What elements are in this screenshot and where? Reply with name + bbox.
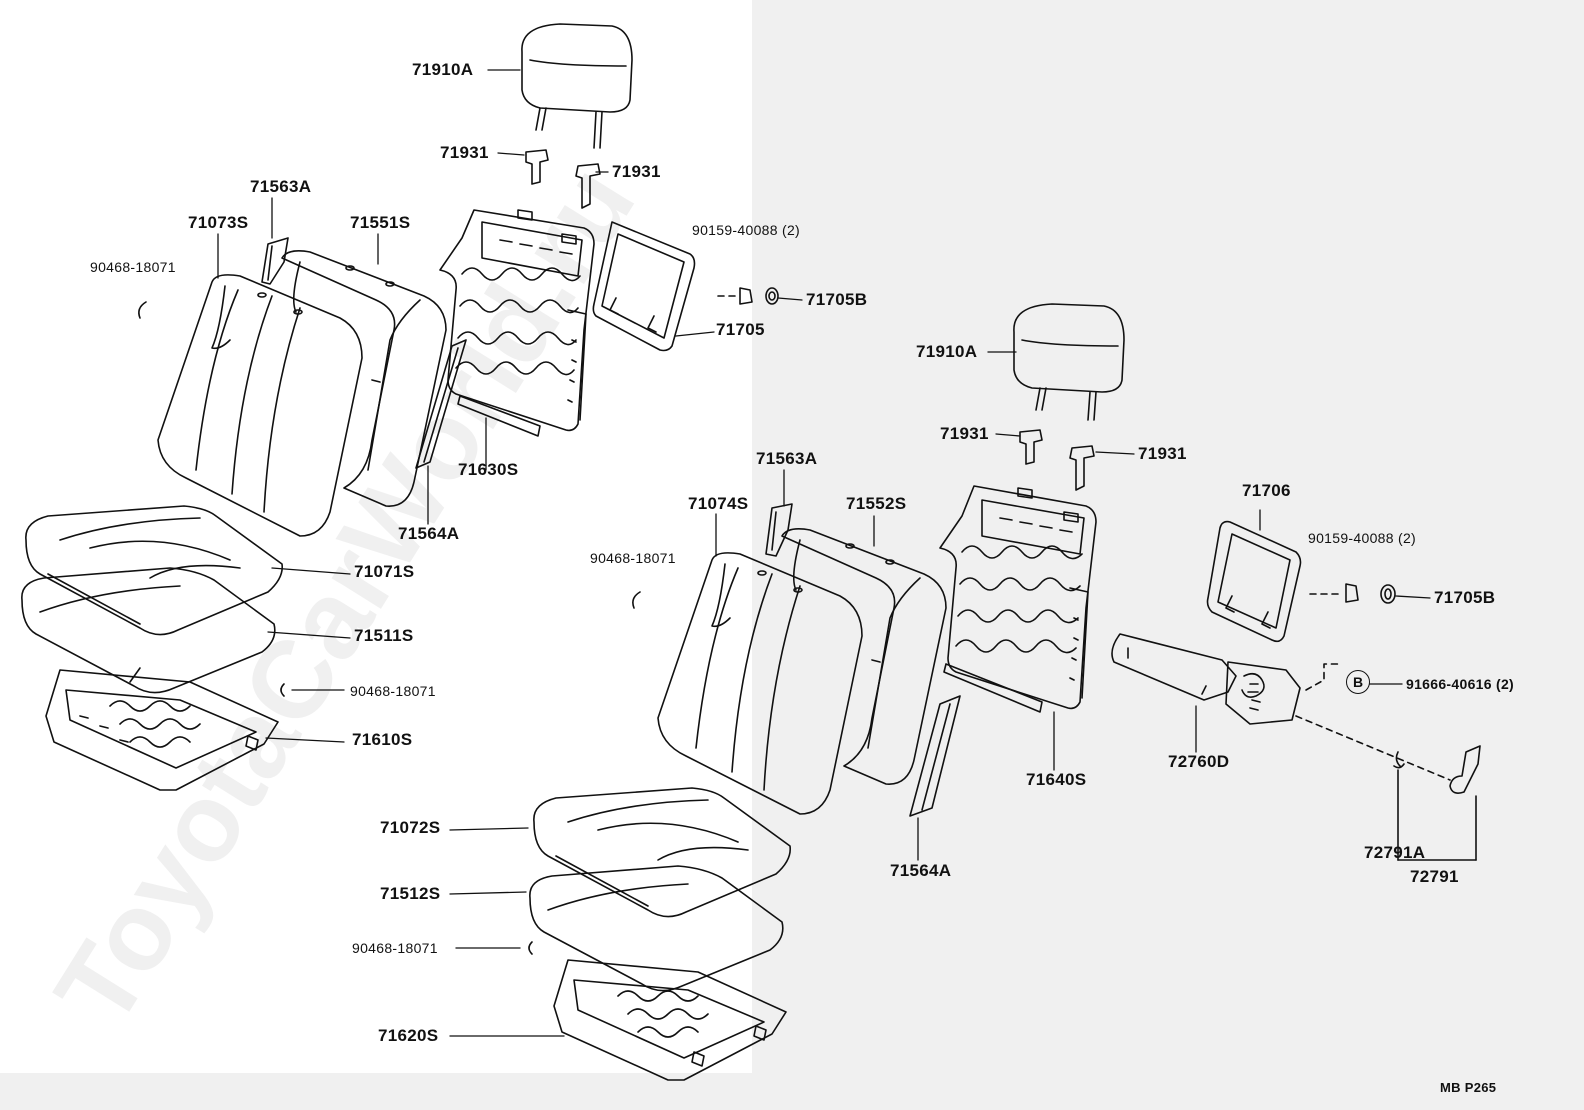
label-71640S: 71640S [1026,770,1087,789]
left-clip-90468 [281,684,284,696]
label-71931-left-a: 71931 [440,143,489,162]
label-71706: 71706 [1242,481,1291,500]
right-seat-cushion-cover [534,788,790,917]
label-71910A-right: 71910A [916,342,978,361]
label-91666-40616: 91666-40616 (2) [1406,676,1515,692]
label-72791A: 72791A [1364,843,1426,862]
label-71705: 71705 [716,320,765,339]
label-71931-right-b: 71931 [1138,444,1187,463]
right-seatback-frame [940,486,1096,708]
reference-b-circle: B [1346,670,1370,694]
label-71610S: 71610S [352,730,413,749]
left-fasteners [139,288,778,318]
label-90468-18071-d: 90468-18071 [352,940,438,956]
label-71705B-right: 71705B [1434,588,1496,607]
left-frame-lower-bar [458,396,540,436]
label-71620S: 71620S [378,1026,439,1045]
label-71551S: 71551S [350,213,411,232]
label-71512S: 71512S [380,884,441,903]
right-leader-bracket-72791 [1398,770,1476,860]
label-71564A-left: 71564A [398,524,460,543]
label-90468-18071-c: 90468-18071 [590,550,676,566]
label-90468-18071-b: 90468-18071 [350,683,436,699]
label-71630S: 71630S [458,460,519,479]
label-71071S: 71071S [354,562,415,581]
right-seatback-cover [658,553,862,814]
left-seat-cushion-frame [46,670,278,790]
label-90468-18071-a: 90468-18071 [90,259,176,275]
label-71073S: 71073S [188,213,249,232]
label-71910A-left: 71910A [412,60,474,79]
label-90159-40088-left: 90159-40088 (2) [692,222,801,238]
right-seatback-pad [782,529,946,784]
right-recliner-links [1296,664,1480,793]
label-71511S: 71511S [354,626,414,645]
left-headrest-guides [526,150,600,208]
sheet-code: MB P265 [1440,1080,1497,1095]
right-seat-cushion-frame [554,960,786,1080]
label-71931-left-b: 71931 [612,162,661,181]
label-71552S: 71552S [846,494,907,513]
label-71072S: 71072S [380,818,441,837]
right-vertical-trim-71564A [910,696,960,816]
left-headrest [522,24,632,148]
label-71074S: 71074S [688,494,749,513]
leader-lines [218,70,1430,1036]
label-72760D: 72760D [1168,752,1230,771]
right-frame-lower-bar [944,664,1042,712]
label-71931-right-a: 71931 [940,424,989,443]
right-back-board-71706 [1208,522,1301,642]
left-seatback-cover [158,275,362,536]
right-fasteners [633,584,1395,608]
label-72791: 72791 [1410,867,1459,886]
right-clip-90468 [529,942,532,954]
left-side-trim-strip [262,238,288,284]
left-seat-cushion-pad [22,568,275,693]
right-headrest-guides [1020,430,1094,490]
right-recliner-72760D [1112,634,1300,724]
right-seat-cushion-pad [530,866,783,991]
left-vertical-trim-71564A [416,340,466,468]
right-side-trim-strip [766,504,792,556]
label-71563A-left: 71563A [250,177,312,196]
label-71705B-left: 71705B [806,290,868,309]
label-71563A-right: 71563A [756,449,818,468]
left-back-board-71705 [593,222,694,351]
right-headrest [1014,304,1124,420]
label-90159-40088-right: 90159-40088 (2) [1308,530,1417,546]
left-seatback-frame [440,210,594,430]
left-seatback-pad [282,251,446,506]
label-71564A-right: 71564A [890,861,952,880]
left-seat-cushion-cover [26,506,282,635]
